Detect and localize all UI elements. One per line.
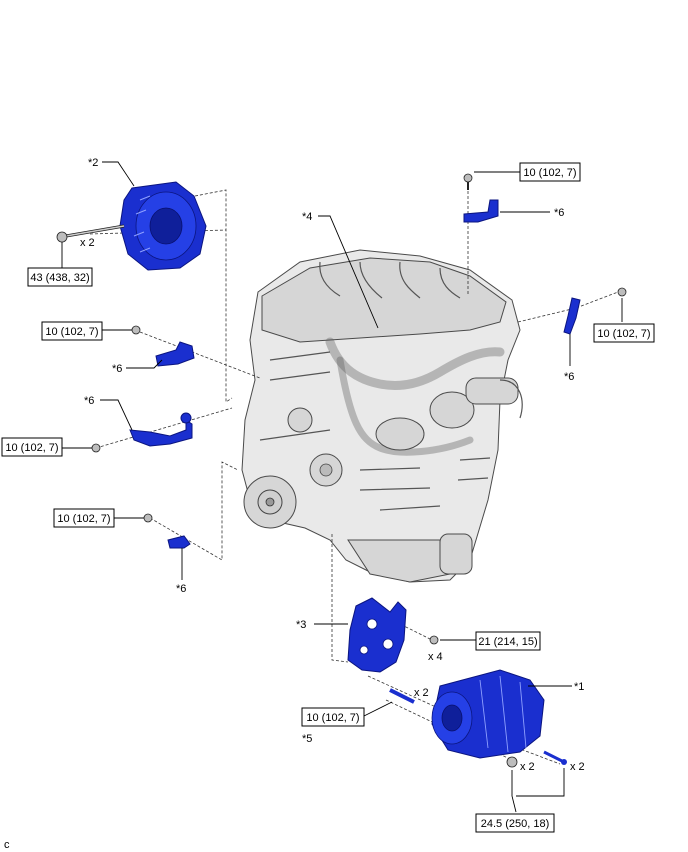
torque-compressor-bottom: 24.5 (250, 18) bbox=[475, 813, 555, 833]
callout-3: *3 bbox=[296, 619, 306, 631]
engine-assembly bbox=[241, 249, 523, 583]
bracket-right bbox=[563, 297, 581, 335]
callout-6-left-middle: *6 bbox=[84, 395, 94, 407]
quantity-labels: x 2 x 4 x 2 x 2 x 2 bbox=[80, 237, 585, 773]
compressor-part bbox=[431, 669, 545, 759]
qty-alternator-bolts: x 2 bbox=[80, 237, 95, 249]
bracket-left-upper bbox=[155, 341, 195, 367]
svg-text:10 (102, 7): 10 (102, 7) bbox=[45, 326, 98, 338]
torque-left-upper: 10 (102, 7) bbox=[41, 321, 103, 341]
torque-left-middle: 10 (102, 7) bbox=[1, 437, 63, 457]
svg-text:10 (102, 7): 10 (102, 7) bbox=[306, 712, 359, 724]
callout-6-left-upper: *6 bbox=[112, 363, 122, 375]
callout-2: *2 bbox=[88, 157, 98, 169]
bolts bbox=[91, 173, 627, 768]
qty-nuts: x 2 bbox=[520, 761, 535, 773]
svg-text:43 (438, 32): 43 (438, 32) bbox=[30, 272, 89, 284]
callout-6-top-right: *6 bbox=[554, 207, 564, 219]
callout-4: *4 bbox=[302, 211, 312, 223]
bracket-left-lower bbox=[167, 535, 191, 549]
bracket-top-right bbox=[463, 199, 499, 223]
svg-text:24.5 (250, 18): 24.5 (250, 18) bbox=[481, 818, 550, 830]
torque-compressor-bracket: 21 (214, 15) bbox=[475, 631, 541, 651]
callout-6-right: *6 bbox=[564, 371, 574, 383]
leader-lines bbox=[61, 161, 623, 813]
svg-text:10 (102, 7): 10 (102, 7) bbox=[523, 167, 576, 179]
qty-studs: x 2 bbox=[414, 687, 429, 699]
torque-left-lower: 10 (102, 7) bbox=[53, 508, 115, 528]
qty-compressor-bolts: x 2 bbox=[570, 761, 585, 773]
qty-bracket-bolts: x 4 bbox=[428, 651, 443, 663]
svg-text:10 (102, 7): 10 (102, 7) bbox=[57, 513, 110, 525]
callout-5: *5 bbox=[302, 733, 312, 745]
alternator-part bbox=[119, 181, 207, 271]
callout-labels: *2 *4 *6 *6 *6 *6 *6 *3 *1 *5 bbox=[84, 157, 584, 745]
callout-6-left-lower: *6 bbox=[176, 583, 186, 595]
svg-text:10 (102, 7): 10 (102, 7) bbox=[5, 442, 58, 454]
corner-mark: c bbox=[4, 839, 10, 851]
compressor-bracket-part bbox=[347, 597, 407, 673]
bracket-left-middle bbox=[129, 412, 193, 447]
torque-right-side: 10 (102, 7) bbox=[593, 323, 655, 343]
callout-1: *1 bbox=[574, 681, 584, 693]
torque-alternator: 43 (438, 32) bbox=[27, 267, 93, 287]
svg-text:21 (214, 15): 21 (214, 15) bbox=[478, 636, 537, 648]
svg-text:10 (102, 7): 10 (102, 7) bbox=[597, 328, 650, 340]
torque-top-right: 10 (102, 7) bbox=[519, 162, 581, 182]
torque-bracket-stud: 10 (102, 7) bbox=[301, 707, 365, 727]
